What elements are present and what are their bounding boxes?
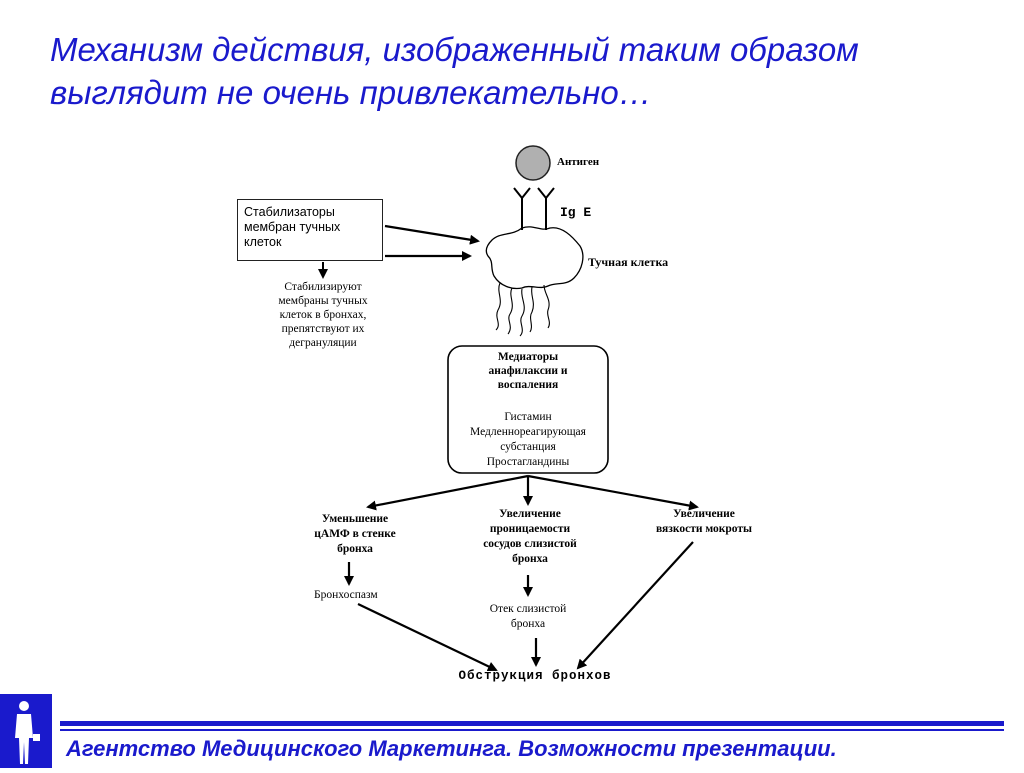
effect-right-line: вязкости мокроты [655, 523, 753, 535]
mediators-list-item: Медленнореагирующая [470, 426, 586, 438]
stabilizer-effect-text: Стабилизируют мембраны тучных клеток в б… [245, 280, 401, 350]
stabilizer-box-line: мембран тучных [244, 220, 341, 234]
edema-label: Отек слизистой бронха [458, 602, 598, 632]
mediators-title-line: воспаления [497, 379, 559, 391]
branch-arrow-right [527, 474, 699, 511]
antigen-label: Антиген [557, 156, 600, 168]
effect-left-line: бронха [337, 543, 373, 555]
footer-divider-thick [60, 721, 1004, 726]
ige-receptors-shape [513, 187, 555, 230]
mediators-title: Медиаторы анафилаксии и воспаления [448, 350, 608, 392]
title-line-2: выглядит не очень привлекательно… [50, 74, 652, 111]
effect-middle-line: бронха [512, 553, 548, 565]
footer-divider-thin [60, 729, 1004, 731]
edema-line: бронха [510, 618, 546, 630]
mediators-list-item: Гистамин [504, 411, 552, 423]
edema-line: Отек слизистой [489, 603, 567, 615]
stabilizer-box-line: Стабилизаторы [244, 205, 335, 219]
arrow-bronchospasm-to-obstruction [357, 603, 498, 672]
slide-title: Механизм действия, изображенный таким об… [50, 28, 950, 114]
mediators-title-line: анафилаксии и [488, 365, 568, 377]
stabilizer-effect-line: препятствуют их [281, 323, 365, 335]
logo-businessman-icon [0, 694, 52, 768]
stabilizer-box-line: клеток [244, 235, 282, 249]
stabilizer-effect-line: дегрануляции [289, 337, 357, 349]
antigen-shape [515, 145, 551, 181]
mediators-box [447, 345, 609, 474]
mast-cell-shape [485, 226, 584, 290]
ige-label: Ig E [560, 205, 592, 220]
mast-cell-label: Тучная клетка [588, 255, 669, 269]
stabilizer-arrow-upper [384, 224, 480, 245]
effect-middle-line: Увеличение [499, 508, 561, 520]
mast-cell-granules-shape [495, 282, 550, 337]
effect-left-line: Уменьшение [321, 513, 389, 525]
mediators-list-item: Простагландины [486, 456, 570, 468]
bronchospasm-label: Бронхоспазм [314, 589, 378, 601]
effect-middle: Увеличение проницаемости сосудов слизист… [450, 507, 610, 567]
effect-left: Уменьшение цАМФ в стенке бронха [285, 512, 425, 557]
stabilizer-effect-line: клеток в бронхах, [279, 309, 367, 321]
effect-right-line: Увеличение [673, 508, 735, 520]
branch-arrow-left [366, 474, 529, 511]
title-line-1: Механизм действия, изображенный таким об… [50, 31, 859, 68]
mediators-list-item: субстанция [500, 441, 556, 453]
mediators-title-line: Медиаторы [497, 351, 559, 363]
stabilizer-box: Стабилизаторы мембран тучных клеток [237, 199, 383, 261]
effect-right: Увеличение вязкости мокроты [624, 507, 784, 537]
footer-text: Агентство Медицинского Маркетинга. Возмо… [66, 736, 837, 761]
effect-middle-line: сосудов слизистой [483, 538, 577, 550]
stabilizer-effect-line: мембраны тучных [278, 295, 368, 307]
effect-left-line: цАМФ в стенке [314, 528, 396, 540]
mediators-list: Гистамин Медленнореагирующая субстанция … [448, 410, 608, 470]
effect-middle-line: проницаемости [489, 523, 571, 535]
arrow-viscosity-to-obstruction [576, 541, 694, 670]
obstruction-label: Обструкция бронхов [458, 669, 612, 683]
stabilizer-effect-line: Стабилизируют [284, 281, 362, 293]
